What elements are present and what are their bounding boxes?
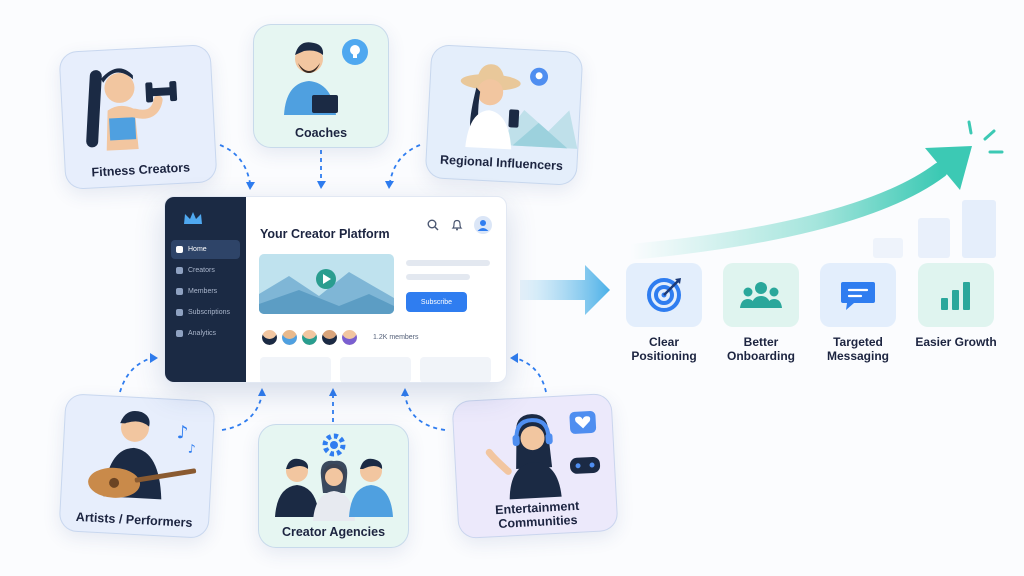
- sidebar-item-label: Home: [188, 246, 207, 253]
- people-icon: [176, 288, 183, 295]
- benefit-label: Easier Growth: [915, 335, 997, 349]
- sidebar-item-subscriptions[interactable]: Subscriptions: [171, 303, 240, 322]
- audience-label: Coaches: [294, 126, 348, 140]
- coach-illustration: [284, 39, 368, 115]
- chat-icon: [841, 282, 875, 310]
- platform-sidebar: Home Creators Members Subscriptions Anal…: [165, 197, 246, 382]
- page-title: Your Creator Platform: [260, 227, 390, 241]
- content-card[interactable]: [340, 357, 411, 382]
- artist-illustration: ♪ ♪: [88, 411, 197, 500]
- avatar-icon[interactable]: [474, 216, 492, 234]
- benefit-tile-messaging: [820, 263, 896, 327]
- crown-logo-icon: [184, 212, 202, 224]
- creator-agency-illustration: [275, 433, 393, 521]
- avatar: [301, 329, 318, 346]
- avatar: [321, 329, 338, 346]
- audience-card-entertainment: Entertainment Communities: [451, 392, 619, 540]
- sidebar-item-label: Members: [188, 288, 218, 295]
- audience-card-artists: ♪ ♪ Artists / Performers: [58, 393, 216, 539]
- benefit-tile-onboarding: [723, 263, 799, 327]
- subscribe-button[interactable]: Subscribe: [406, 292, 467, 312]
- placeholder-line: [406, 260, 490, 266]
- home-icon: [176, 246, 183, 253]
- sidebar-item-members[interactable]: Members: [171, 282, 240, 301]
- entertainment-community-illustration: [485, 411, 601, 500]
- sidebar-item-label: Creators: [188, 267, 215, 274]
- sidebar-item-home[interactable]: Home: [171, 240, 240, 259]
- sidebar-item-creators[interactable]: Creators: [171, 261, 240, 280]
- analytics-icon: [176, 330, 183, 337]
- audience-label: Creator Agencies: [281, 525, 386, 539]
- placeholder-line: [406, 274, 470, 280]
- fitness-creator-illustration: [86, 68, 178, 151]
- creator-platform-window: Home Creators Members Subscriptions Anal…: [164, 196, 507, 383]
- sidebar-item-label: Subscriptions: [188, 309, 231, 316]
- benefit-label: Targeted Messaging: [826, 335, 889, 364]
- search-icon[interactable]: [427, 219, 439, 231]
- audience-card-fitness: Fitness Creators: [58, 44, 218, 190]
- content-card[interactable]: [260, 357, 331, 382]
- mountain-landscape-image: [259, 254, 394, 314]
- user-icon: [176, 267, 183, 274]
- avatar: [341, 329, 358, 346]
- audience-card-coaches: Coaches: [253, 24, 389, 148]
- audience-card-regional: Regional Influencers: [424, 44, 584, 186]
- sidebar-item-label: Analytics: [188, 330, 217, 337]
- avatar: [281, 329, 298, 346]
- content-card[interactable]: [420, 357, 491, 382]
- target-icon: [647, 278, 681, 312]
- benefit-tile-growth: [918, 263, 994, 327]
- sidebar-item-analytics[interactable]: Analytics: [171, 324, 240, 343]
- audience-card-agencies: Creator Agencies: [258, 424, 409, 548]
- bar-chart-icon: [941, 282, 970, 310]
- people-icon: [740, 282, 782, 308]
- avatar: [261, 329, 278, 346]
- svg-text:♪: ♪: [188, 442, 196, 456]
- bell-icon[interactable]: [451, 219, 463, 231]
- benefit-tile-positioning: [626, 263, 702, 327]
- play-icon[interactable]: [316, 269, 336, 289]
- subscription-icon: [176, 309, 183, 316]
- benefit-label: Better Onboarding: [727, 335, 795, 364]
- video-thumbnail[interactable]: [259, 254, 394, 314]
- benefit-label: Clear Positioning: [631, 335, 697, 364]
- regional-influencer-illustration: [460, 64, 578, 150]
- member-count: 1.2K members: [373, 334, 419, 341]
- svg-text:♪: ♪: [176, 422, 189, 444]
- member-avatars: [261, 329, 361, 346]
